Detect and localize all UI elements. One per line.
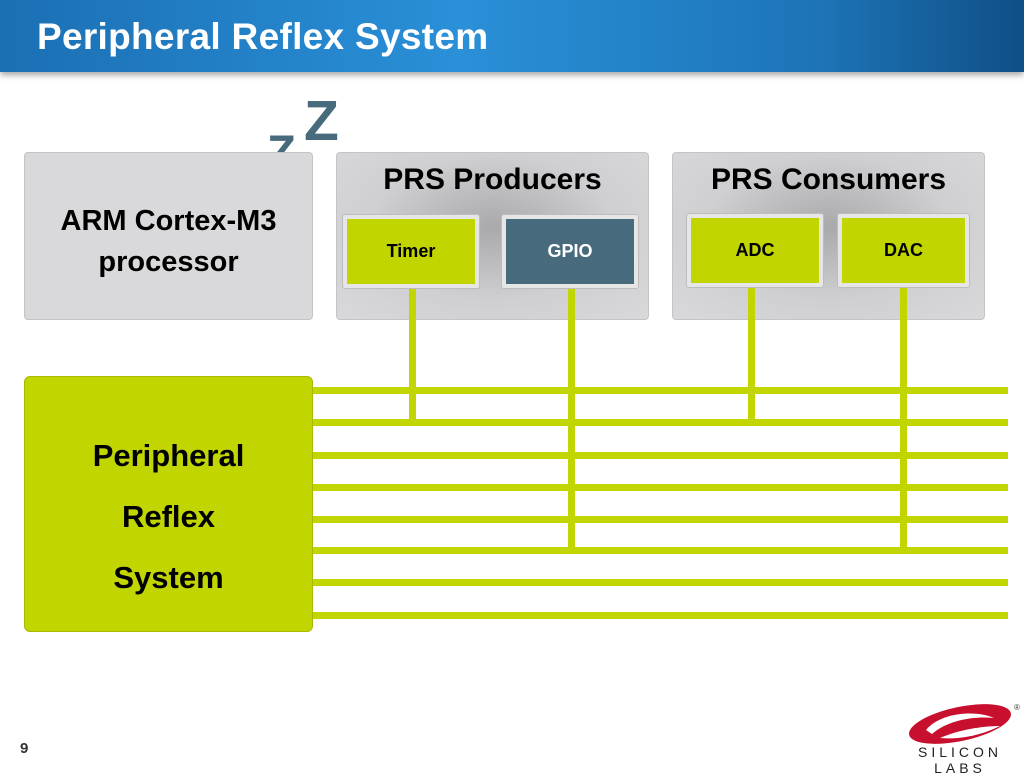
gpio-label: GPIO (506, 219, 634, 284)
prs-line-1: Peripheral (92, 438, 245, 473)
arm-processor-label: ARM Cortex-M3 processor (25, 201, 312, 283)
prs-consumers-heading: PRS Consumers (710, 163, 947, 196)
prs-line-2: Reflex (121, 499, 216, 534)
timer-connector (409, 288, 416, 420)
timer-label: Timer (347, 219, 475, 284)
prs-channel-line (312, 579, 1008, 586)
prs-line-3: System (113, 560, 224, 595)
timer-chip: Timer (342, 214, 480, 289)
prs-label: Peripheral Reflex System (25, 425, 312, 608)
peripheral-reflex-system-box: Peripheral Reflex System (24, 376, 313, 632)
gpio-chip: GPIO (501, 214, 639, 289)
adc-connector (748, 287, 755, 420)
prs-channel-line (312, 387, 1008, 394)
silicon-labs-logo-mark-icon: ® (909, 703, 1020, 744)
prs-channel-line (312, 419, 1008, 426)
adc-label: ADC (691, 218, 819, 283)
logo-wordmark: SILICON LABS (917, 744, 1002, 776)
dac-connector (900, 287, 907, 550)
arm-processor-box: ARM Cortex-M3 processor (24, 152, 313, 320)
prs-channel-line (312, 452, 1008, 459)
title-bar: Peripheral Reflex System (0, 0, 1024, 72)
adc-chip: ADC (686, 213, 824, 288)
slide-title: Peripheral Reflex System (37, 16, 489, 57)
prs-channel-line (312, 484, 1008, 491)
dac-label: DAC (842, 218, 965, 283)
arm-line-1: ARM Cortex-M3 (60, 205, 277, 237)
logo-registered-mark: ® (1014, 703, 1020, 712)
dac-chip: DAC (837, 213, 970, 288)
prs-channel-line (312, 547, 1008, 554)
prs-channel-line (312, 612, 1008, 619)
sleep-z-large: Z (304, 89, 339, 153)
prs-producers-heading: PRS Producers (383, 163, 602, 196)
prs-channel-line (312, 516, 1008, 523)
arm-line-2: processor (98, 246, 239, 278)
page-number: 9 (20, 740, 29, 757)
silicon-labs-logo: ® SILICON LABS (896, 700, 1024, 776)
